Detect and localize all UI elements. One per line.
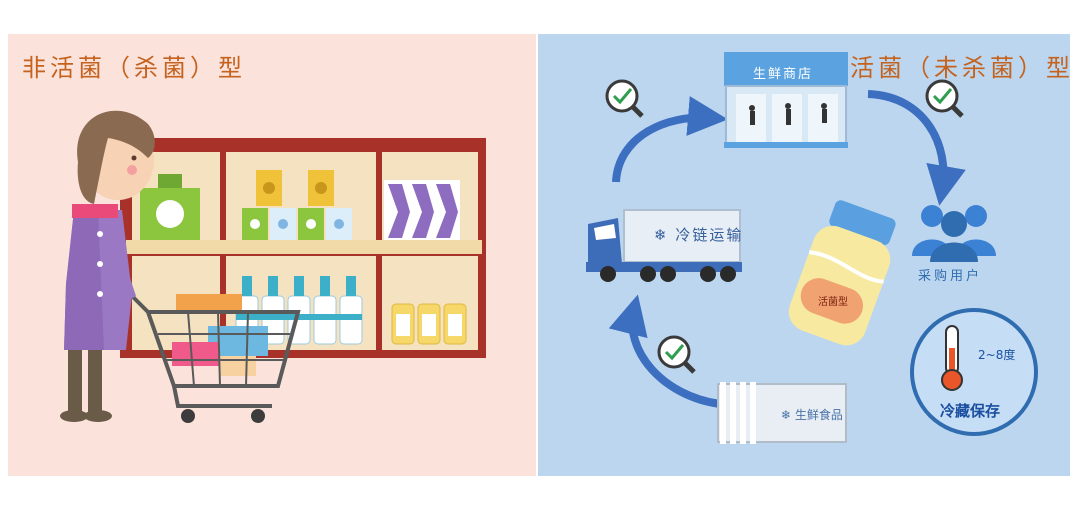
live-title: 活菌（未杀菌）型 [850, 54, 1074, 82]
arrow-truck-to-store [612, 96, 728, 183]
check-search-icon [657, 335, 696, 374]
truck-label: ❄ 冷链运输 [654, 226, 744, 244]
probiotic-bottle [788, 200, 896, 346]
store-label: 生鲜商店 [753, 67, 814, 82]
users-icon [912, 205, 996, 262]
users-label: 采购用户 [918, 269, 983, 284]
arrow-store-to-users [867, 90, 966, 206]
live-bacteria-panel: 活菌（未杀菌）型 生鲜商店 ❄ 冷链运输 采购用户 活菌型 ❄ 生鲜食品 2~8… [538, 34, 1070, 476]
truck-icon [586, 209, 742, 282]
temperature-label: 2~8度 [978, 348, 1016, 362]
check-search-icon [605, 79, 644, 118]
bottle-label: 活菌型 [818, 297, 848, 308]
non-live-title: 非活菌（杀菌）型 [22, 54, 246, 82]
non-live-bacteria-panel: 非活菌（杀菌）型 [8, 34, 536, 476]
check-search-icon [925, 79, 964, 118]
snowflake-icon: ❄ [781, 408, 792, 422]
snowflake-icon: ❄ [654, 226, 669, 244]
supermarket-illustration [60, 110, 486, 423]
fresh-food-crate [717, 382, 847, 444]
food-label: ❄ 生鲜食品 [781, 408, 843, 422]
shopping-cart-icon [128, 292, 301, 423]
cold-chain-diagram [586, 52, 1038, 444]
storage-label: 冷藏保存 [940, 402, 1001, 420]
arrow-food-to-truck [608, 294, 721, 408]
store-icon [724, 52, 848, 148]
thermometer-icon [910, 308, 1038, 436]
shopper-woman [60, 110, 155, 422]
